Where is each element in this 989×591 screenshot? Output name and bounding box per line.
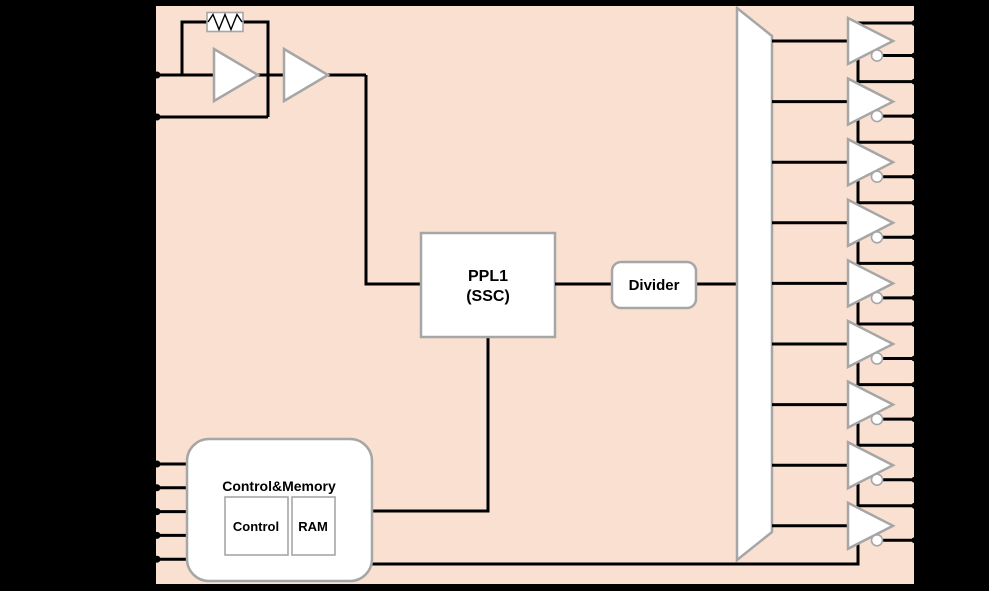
control-pin-dot xyxy=(153,460,161,468)
buffer-to-control-memory-wire xyxy=(371,542,860,566)
feedback-resistor-box xyxy=(206,11,244,33)
output-buffer-bank xyxy=(371,15,918,566)
inversion-bubble-icon xyxy=(870,231,884,244)
inversion-bubble-icon xyxy=(870,412,884,426)
output-pin-dot xyxy=(911,260,918,267)
output-pin-dot xyxy=(911,199,918,206)
output-pin-dot xyxy=(911,52,918,59)
buffer-triangle-icon xyxy=(846,379,896,430)
output-pin-dot xyxy=(911,20,918,26)
true-output-wire xyxy=(856,300,915,326)
buffer-triangle-icon xyxy=(846,318,896,370)
buffer-triangle-icon xyxy=(846,76,896,127)
output-pin-dot xyxy=(911,139,918,146)
osc-to-pll-wire xyxy=(364,75,421,286)
cm-to-pll-wire xyxy=(372,337,490,513)
output-buffer xyxy=(772,197,918,267)
output-buffer xyxy=(772,318,918,388)
control-memory-block: Control&Memory Control RAM xyxy=(185,437,374,583)
osc-buffer-icon xyxy=(282,46,331,104)
output-pin-dot xyxy=(911,416,918,423)
pll-block: PPL1 (SSC) xyxy=(419,231,557,339)
output-buffer xyxy=(772,76,918,146)
crystal-oscillator-section xyxy=(153,11,421,286)
inversion-bubble-icon xyxy=(870,473,884,487)
inversion-bubble-icon xyxy=(870,533,884,547)
inversion-bubble-icon xyxy=(870,352,884,365)
control-input-stubs xyxy=(153,460,188,563)
pll-box xyxy=(419,231,557,339)
true-output-wire xyxy=(856,421,915,447)
output-pin-dot xyxy=(911,355,918,362)
output-buffer xyxy=(772,440,918,509)
output-buffer xyxy=(772,258,918,327)
true-output-wire xyxy=(856,482,915,508)
output-pin-dot xyxy=(911,294,918,301)
buffer-triangle-icon xyxy=(846,500,896,551)
true-output-wire xyxy=(856,58,915,84)
inversion-bubble-icon xyxy=(870,109,884,123)
buffer-triangle-icon xyxy=(846,137,896,188)
control-box xyxy=(224,496,289,556)
output-pin-dot xyxy=(911,442,918,449)
resistor-zigzag-icon xyxy=(207,12,243,32)
control-pin-dot xyxy=(153,484,161,492)
true-output-wire xyxy=(856,179,915,205)
output-buffer xyxy=(371,500,918,566)
output-pin-dot xyxy=(911,381,918,388)
output-pin-dot xyxy=(911,173,918,180)
output-buffer xyxy=(772,137,918,206)
xout-pin-dot xyxy=(153,113,161,121)
ram-box xyxy=(291,496,336,556)
inversion-bubble-icon xyxy=(870,49,884,62)
osc-amplifier-icon xyxy=(212,46,261,104)
output-pin-dot xyxy=(911,78,918,85)
ram-label: RAM xyxy=(298,519,328,534)
output-pin-dot xyxy=(911,476,918,483)
buffer-triangle-icon xyxy=(846,197,896,248)
output-pin-dot xyxy=(911,502,918,509)
control-memory-wires xyxy=(153,337,490,563)
output-pin-dot xyxy=(911,113,918,120)
control-pin-dot xyxy=(153,555,161,563)
divider-label: Divider xyxy=(629,277,680,294)
output-buffer xyxy=(772,379,918,449)
xin-pin-dot xyxy=(153,71,161,79)
buffer-triangle-icon xyxy=(846,15,896,67)
output-pin-dot xyxy=(911,234,918,241)
control-memory-title: Control&Memory xyxy=(222,478,336,494)
pll-label-line1: PPL1 xyxy=(468,268,508,285)
buffer-triangle-icon xyxy=(846,440,896,491)
divider-block: Divider xyxy=(610,260,698,310)
control-label: Control xyxy=(233,519,279,534)
control-pin-dot xyxy=(153,531,161,539)
inversion-bubble-icon xyxy=(870,291,884,305)
true-output-wire xyxy=(856,239,915,265)
true-output-wire xyxy=(856,118,915,144)
buffer-triangle-icon xyxy=(846,258,896,309)
inversion-bubble-icon xyxy=(870,170,884,183)
divider-box xyxy=(610,260,698,310)
true-output-wire xyxy=(856,361,915,387)
output-pin-dot xyxy=(911,321,918,327)
fanout-mux-icon xyxy=(735,5,774,563)
output-pin-dot xyxy=(911,537,918,544)
pll-label-line2: (SSC) xyxy=(466,288,510,305)
control-pin-dot xyxy=(153,508,161,516)
output-buffer xyxy=(772,15,918,85)
